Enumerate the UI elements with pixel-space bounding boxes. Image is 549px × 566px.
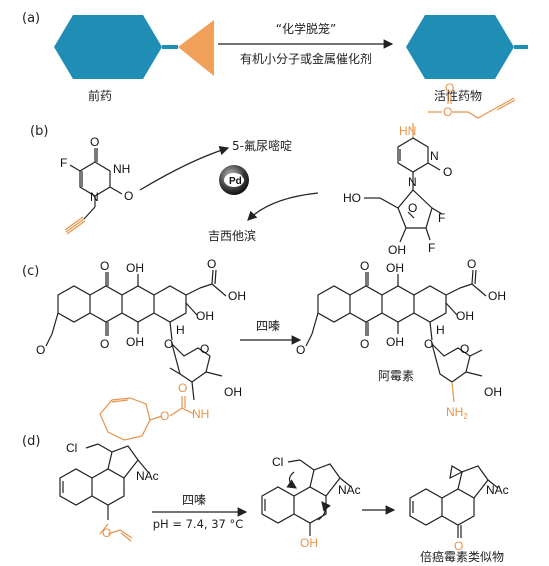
atom-n: N: [90, 190, 99, 204]
doxorubicin-structure: [305, 269, 487, 403]
atom-n: N: [408, 175, 417, 189]
panel-a-label: (a): [22, 11, 40, 26]
tetrazine-label-d: 四嗪: [182, 493, 206, 507]
atom-o: O: [360, 337, 369, 351]
panel-c-label: (c): [22, 264, 39, 279]
duocarmycin-analog-structure: [409, 465, 499, 538]
atom-f: F: [60, 156, 67, 170]
atom-o: O: [100, 259, 109, 273]
pd-oxidation-state: 0: [242, 174, 246, 180]
atom-hn: HN: [399, 124, 416, 138]
propargyl-5fu-structure: [64, 148, 123, 235]
atom-o-sugar: O: [460, 342, 469, 356]
atom-oh-phenol: OH: [300, 536, 318, 550]
vinyl-cage: [99, 523, 133, 542]
cage-triangle: [178, 20, 214, 76]
atom-o: O: [124, 189, 133, 203]
atom-o-ether: O: [443, 105, 452, 119]
atom-cl: Cl: [66, 441, 77, 455]
atom-o: O: [443, 165, 452, 179]
panel-b-label: (b): [30, 124, 48, 139]
panel-a: (a) “化学脱笼” 有机小分子或金属催化剂 前药 活性药物: [22, 11, 528, 103]
atom-oh-ring: OH: [196, 309, 214, 323]
tco-cage: [99, 396, 195, 441]
tetrazine-label: 四嗪: [256, 319, 280, 333]
atom-nac: NAc: [486, 483, 509, 497]
atom-oh: OH: [126, 335, 144, 349]
atom-oh-sugar: OH: [224, 385, 242, 399]
atom-o-ketone: O: [207, 257, 216, 271]
atom-oh-side: OH: [488, 289, 506, 303]
atom-o: O: [90, 135, 99, 149]
atom-o: O: [360, 259, 369, 273]
atom-oh-ring: OH: [456, 309, 474, 323]
atom-o: O: [100, 337, 109, 351]
duocarmycin-label: 倍癌霉素类似物: [420, 549, 504, 564]
atom-o-vinyl: O: [102, 526, 111, 540]
panel-c: (c) OH OH O: [22, 257, 506, 441]
prodrug-caption: 前药: [88, 88, 112, 103]
active-drug-hexagon: [406, 15, 514, 79]
panel-d-label: (d): [22, 434, 40, 449]
panel-d: (d) Cl NAc O 四嗪 pH = 7.4, 37 °C: [22, 434, 509, 564]
catalyst-label: 有机小分子或金属催化剂: [240, 51, 372, 66]
atom-o-methoxy: O: [36, 343, 45, 357]
active-drug-caption: 活性药物: [434, 89, 482, 103]
atom-n: N: [430, 149, 439, 163]
atom-oh: OH: [388, 243, 406, 257]
atom-oh-sugar: OH: [484, 385, 502, 399]
atom-ho: HO: [343, 191, 361, 205]
atom-o-carbonyl: O: [178, 381, 187, 395]
atom-nac: NAc: [136, 469, 159, 483]
panel-b: (b) O NH O N F 5-氟尿嘧啶 Pd 0: [30, 81, 516, 257]
phenol-intermediate-structure: [261, 459, 351, 536]
arrow-to-5fu: [139, 145, 230, 191]
atom-o-methoxy: O: [296, 343, 305, 357]
atom-nh: NH: [113, 162, 130, 176]
atom-f2: F: [428, 241, 435, 255]
tco-doxorubicin-structure: [45, 269, 227, 401]
pd-label: Pd: [229, 176, 242, 187]
atom-o-carbonyl: O: [445, 81, 454, 95]
atom-nh2: NH2: [446, 405, 468, 421]
conditions-label: pH = 7.4, 37 °C: [153, 517, 244, 531]
atom-o-glycoside: O: [164, 337, 173, 351]
atom-oh: OH: [386, 335, 404, 349]
atom-o-glycoside: O: [424, 337, 433, 351]
atom-cl: Cl: [272, 455, 283, 469]
atom-o-ketone: O: [454, 539, 463, 553]
atom-o-sugar: O: [200, 342, 209, 356]
doxorubicin-label: 阿霉素: [378, 369, 414, 383]
atom-f1: F: [438, 211, 445, 225]
atom-h: H: [176, 323, 185, 337]
product-5fu-label: 5-氟尿嘧啶: [232, 139, 292, 153]
atom-nac: NAc: [338, 483, 361, 497]
atom-o-ring: O: [408, 201, 417, 215]
atom-oh: OH: [126, 261, 144, 275]
uncaging-label: “化学脱笼”: [276, 21, 336, 36]
vinyl-duocarmycin-structure: [59, 443, 149, 520]
atom-oh: OH: [386, 261, 404, 275]
atom-o-ketone: O: [467, 257, 476, 271]
atom-nh-carbamate: NH: [192, 407, 209, 421]
atom-h: H: [436, 323, 445, 337]
prodrug-hexagon: [54, 15, 162, 79]
atom-o-carbamate: O: [160, 409, 169, 423]
atom-oh-side: OH: [228, 289, 246, 303]
product-gemcitabine-label: 吉西他滨: [208, 228, 256, 243]
arrow-to-gemcitabine: [247, 192, 319, 221]
propargyl-gemcitabine-structure: [364, 94, 516, 243]
pd-nanoparticle-icon: Pd 0: [219, 165, 249, 195]
